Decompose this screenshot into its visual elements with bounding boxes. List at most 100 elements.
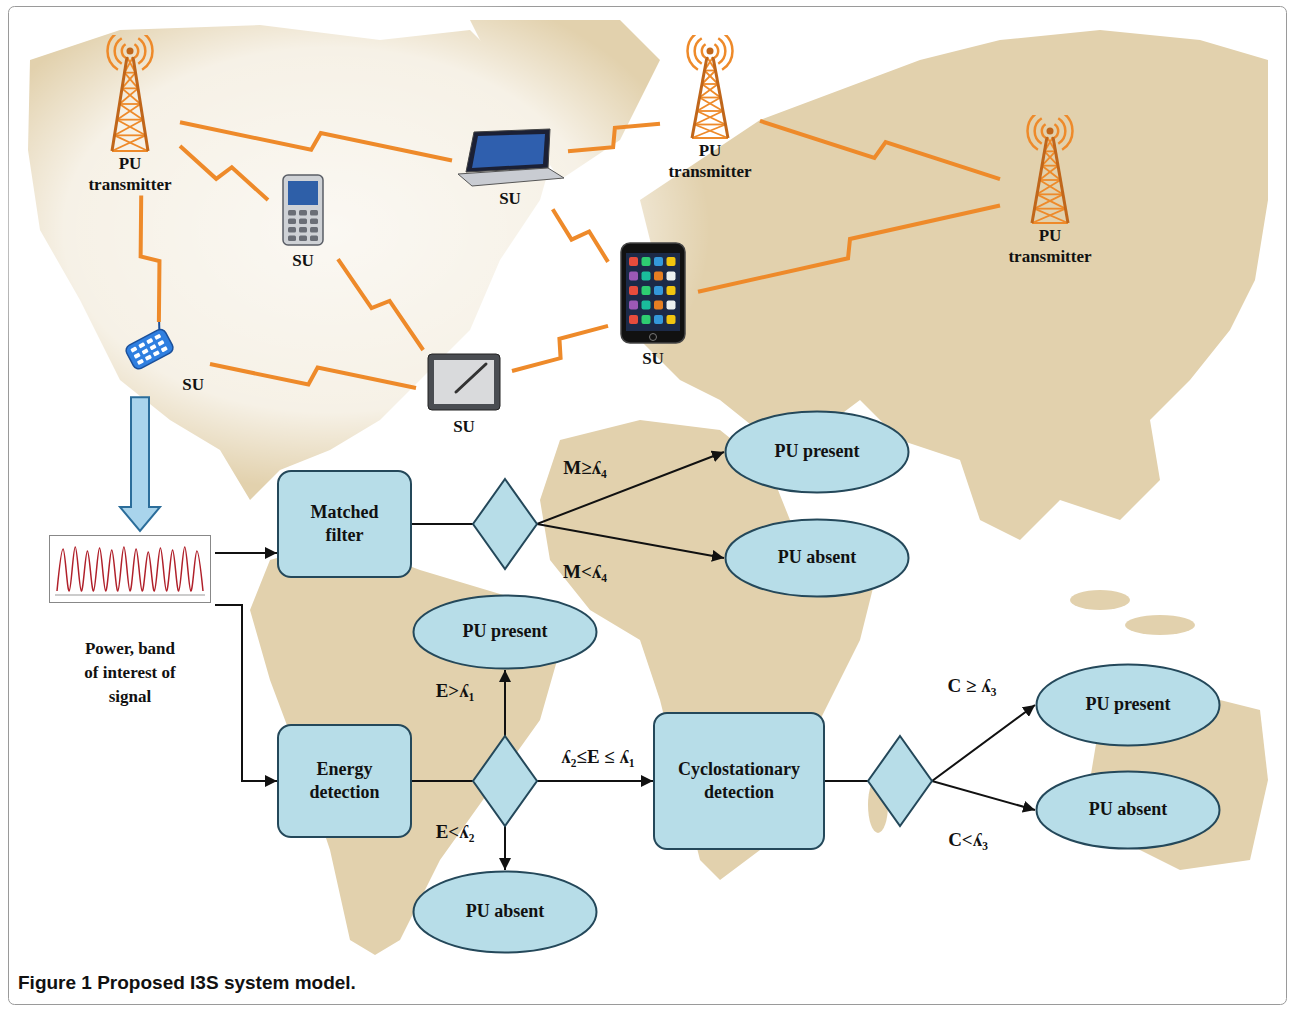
radio-wave	[702, 44, 706, 58]
node-label: PU transmitter	[80, 153, 180, 196]
flow-arrow	[215, 605, 277, 781]
node-label: Power, band of interest of signal	[78, 637, 182, 708]
tower-brace	[1032, 222, 1068, 224]
process-box: Cyclostationary detection	[653, 712, 825, 850]
app-icon	[654, 301, 663, 310]
tower-brace	[115, 120, 144, 136]
node-label: SU	[499, 188, 521, 209]
app-icon	[654, 315, 663, 324]
phone-key	[161, 346, 168, 352]
device-icon	[416, 350, 512, 416]
text-group: PU present	[1085, 693, 1170, 716]
tower-leg	[133, 57, 148, 151]
app-icon	[654, 257, 663, 266]
phone-key	[134, 353, 141, 359]
tower-brace	[1037, 193, 1063, 195]
text-group: SU	[499, 188, 521, 209]
phone-key	[310, 236, 318, 242]
node-label: PU present	[1085, 693, 1170, 716]
node-label: PU transmitter	[1000, 225, 1100, 268]
tower-leg	[1053, 137, 1068, 223]
laptop-display	[472, 134, 545, 168]
phone-screen	[626, 253, 680, 331]
tower-leg	[1032, 137, 1047, 223]
network-device: SU	[268, 172, 338, 271]
device-icon	[660, 35, 760, 140]
home-button	[650, 334, 657, 341]
phone-body	[124, 327, 175, 371]
process-box: Energy detection	[277, 724, 412, 838]
tower-brace	[117, 120, 146, 136]
app-icon	[629, 286, 638, 295]
tower-brace	[1035, 209, 1069, 223]
tower-brace	[1032, 209, 1066, 223]
phone-drawing	[120, 322, 175, 371]
device-icon	[118, 322, 210, 374]
fade-overlay	[0, 0, 710, 490]
tower-brace	[697, 111, 726, 125]
text-group: SU	[292, 250, 314, 271]
ellipse-shape	[1037, 665, 1220, 746]
app-icon	[629, 315, 638, 324]
radio-wave	[1058, 118, 1065, 144]
wireless-link	[141, 196, 160, 323]
laptop-base	[458, 168, 564, 186]
plot-frame	[50, 536, 211, 603]
app-icon	[667, 272, 676, 281]
text-group: PU transmitter	[80, 153, 180, 196]
wireless-link	[553, 209, 608, 262]
network-device: SU	[118, 322, 210, 395]
condition-label: E>ʎ₁	[436, 680, 475, 702]
node-label: Cyclostationary detection	[664, 758, 814, 805]
phone-antenna	[156, 322, 163, 329]
condition-label: M≥ʎ₄	[563, 457, 607, 479]
app-icon	[642, 272, 651, 281]
condition-label: C ≥ ʎ₃	[948, 675, 997, 697]
phone-key	[288, 219, 296, 225]
tower-brace	[692, 125, 726, 139]
app-icon	[667, 286, 676, 295]
phone-key	[130, 346, 137, 352]
text-group: PU transmitter	[1000, 225, 1100, 268]
radio-wave	[1042, 124, 1046, 138]
flow-arrow	[412, 452, 724, 524]
result-ellipse: PU absent	[412, 870, 598, 954]
device-icon	[452, 128, 568, 188]
network-device: PU transmitter	[1000, 115, 1100, 268]
device-icon	[268, 172, 338, 250]
app-icon	[629, 301, 638, 310]
node-label: Matched filter	[295, 501, 395, 548]
tower-brace	[120, 103, 141, 105]
result-ellipse: PU absent	[1035, 770, 1221, 850]
wireless-link	[698, 206, 1000, 292]
app-icon	[642, 301, 651, 310]
tablet-body	[428, 354, 500, 410]
flow-arrow	[825, 705, 1035, 781]
text-group: Energy detection	[295, 758, 395, 805]
network-device: PU transmitter	[80, 35, 180, 196]
laptop-screen	[466, 129, 550, 172]
island	[1070, 590, 1130, 610]
antenna-tip	[127, 48, 134, 55]
phone-key	[146, 338, 153, 344]
node-label: PU present	[462, 620, 547, 643]
signal-trace	[57, 547, 203, 591]
device-icon	[80, 35, 180, 153]
network-device: SU	[416, 350, 512, 437]
phone-key	[310, 227, 318, 233]
continent	[640, 30, 1268, 540]
antenna-tip	[1047, 128, 1054, 135]
radio-wave	[722, 35, 732, 70]
ellipse-shape	[726, 412, 909, 493]
result-ellipse: PU present	[724, 410, 910, 494]
phone-key	[149, 344, 156, 350]
plot-axis	[55, 595, 205, 596]
network-device: PU transmitter	[660, 35, 760, 183]
radio-wave	[122, 44, 126, 58]
process-box: Matched filter	[277, 470, 412, 578]
phone-key	[299, 219, 307, 225]
tower-brace	[702, 83, 718, 85]
node-label: PU absent	[778, 546, 857, 569]
